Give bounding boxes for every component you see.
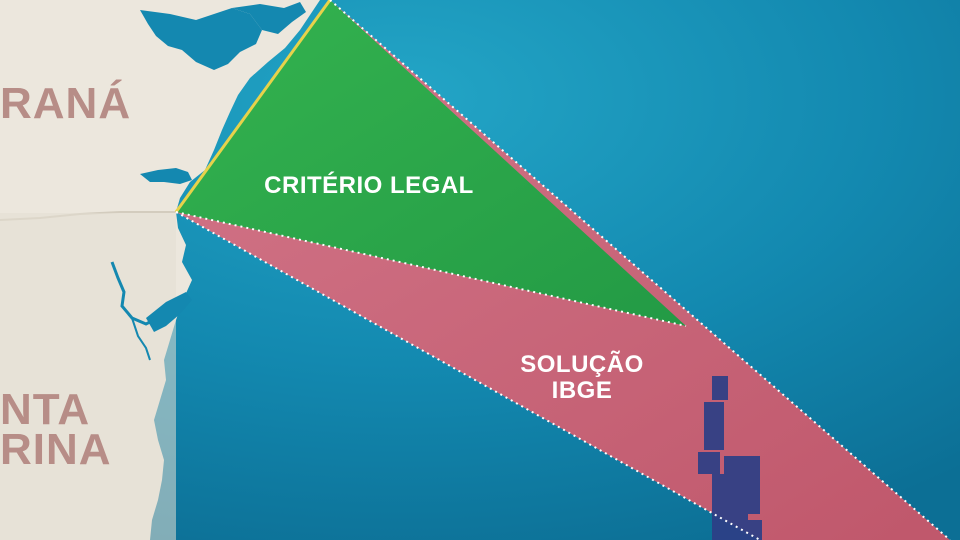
state-label-south-line2: RINA	[0, 425, 112, 474]
inlet-middle	[140, 168, 192, 184]
ibge-zone-label-line2: IBGE	[552, 377, 613, 404]
state-label-south-line1: NTA	[0, 385, 90, 434]
legal-zone-label: CRITÉRIO LEGAL	[264, 171, 474, 199]
inlet-south-river-2	[131, 317, 151, 361]
state-label-north: RANÁ	[0, 78, 131, 128]
bay-north-channel	[232, 2, 306, 34]
offshore-blocks	[698, 376, 762, 540]
ibge-zone-label-line1: SOLUÇÃO	[520, 350, 644, 378]
coastline-highlight	[174, 0, 332, 213]
inlet-south-bay	[146, 292, 192, 332]
boundary-lines	[175, 0, 951, 540]
bay-north	[140, 8, 262, 70]
land-shade	[0, 213, 176, 540]
legal-zone	[176, 0, 686, 326]
